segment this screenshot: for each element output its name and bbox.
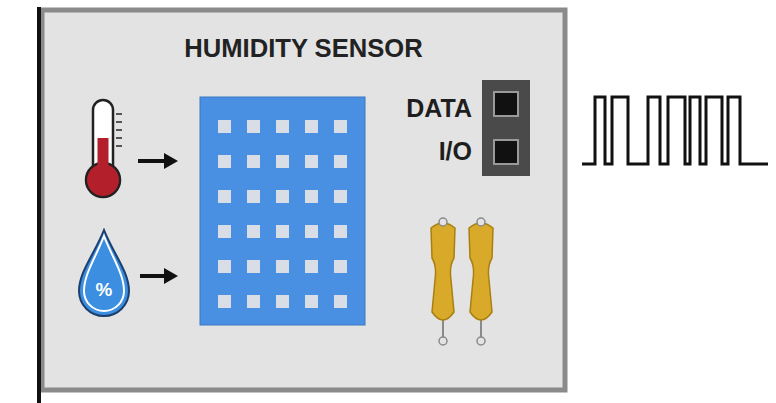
humidity-drop: % — [75, 228, 133, 320]
drop-shape — [75, 228, 133, 320]
resistor-symbol — [431, 218, 493, 345]
thermometer-icon — [86, 100, 122, 197]
pin-header — [482, 80, 530, 176]
pin-label: I/O — [439, 139, 472, 164]
panel-title: HUMIDITY SENSOR — [42, 34, 565, 63]
sensor-housing — [42, 10, 565, 390]
input-arrow — [138, 153, 178, 284]
sensor-chip — [200, 97, 365, 325]
percent-symbol: % — [75, 279, 133, 301]
signal-waveform — [582, 97, 768, 164]
pin-label: DATA — [406, 96, 472, 121]
sensor-housing-box: HUMIDITY SENSOR% — [42, 10, 565, 390]
housing-edge — [37, 7, 41, 403]
